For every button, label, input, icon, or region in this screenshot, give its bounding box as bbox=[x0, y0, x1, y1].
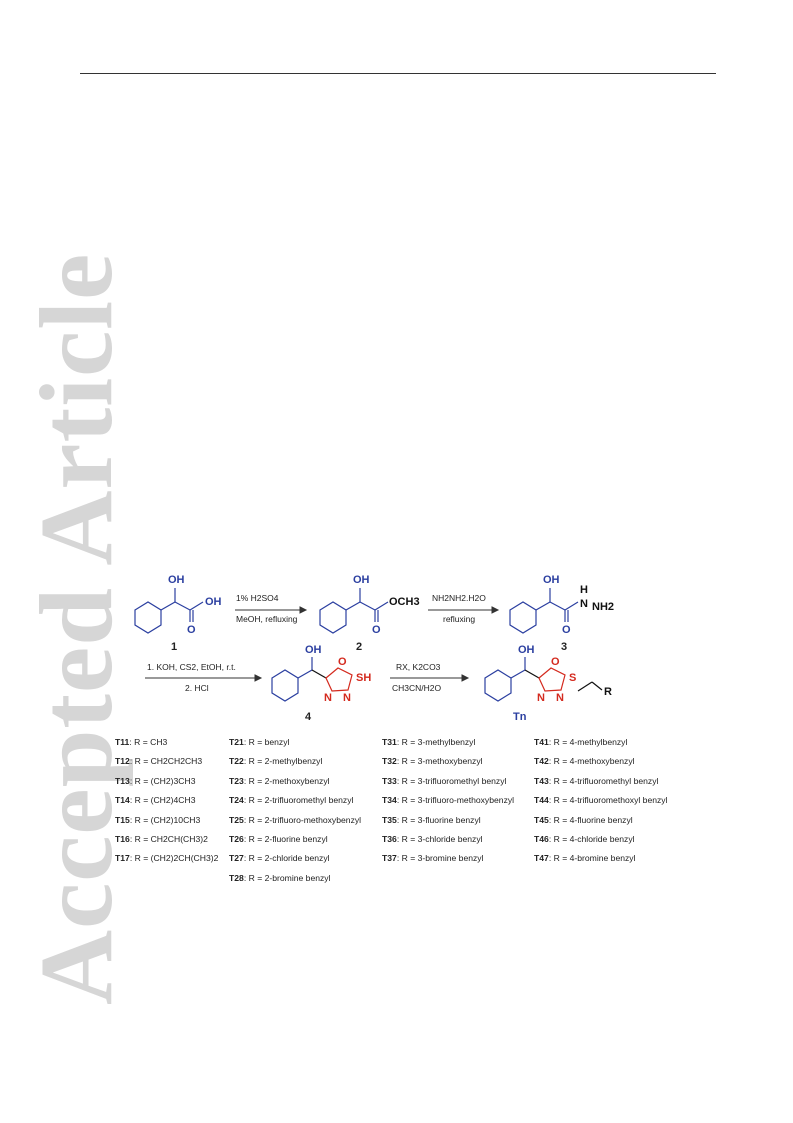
step1-conditions: MeOH, refluxing bbox=[236, 614, 298, 624]
benzene-ring-3 bbox=[509, 601, 537, 634]
oxadiazole-ring-tn bbox=[538, 667, 566, 692]
compound-entry: T28: R = 2-bromine benzyl bbox=[229, 872, 331, 883]
oxadiazole-ring-4 bbox=[325, 667, 353, 692]
compound-entry: T11: R = CH3 bbox=[115, 737, 168, 747]
compound-entry: T44: R = 4-trifluoromethoxyl benzyl bbox=[534, 795, 668, 806]
label-o-ring-4: O bbox=[338, 656, 347, 668]
compound-column-3: T31: R = 3-methylbenzyl T32: R = 3-metho… bbox=[382, 733, 514, 869]
benzene-ring-2 bbox=[319, 601, 347, 634]
label-n1-tn: N bbox=[537, 692, 545, 704]
compound-entry: T21: R = benzyl bbox=[229, 737, 290, 747]
compound-entry: T24: R = 2-trifluoromethyl benzyl bbox=[229, 795, 354, 806]
label-o-2: O bbox=[372, 624, 381, 636]
compound-entry: T16: R = CH2CH(CH3)2 bbox=[115, 833, 208, 844]
compound-entry: T35: R = 3-fluorine benzyl bbox=[382, 814, 481, 825]
compound-entry: T13: R = (CH2)3CH3 bbox=[115, 775, 196, 786]
compound-entry: T42: R = 4-methoxybenzyl bbox=[534, 756, 635, 767]
compound-column-4: T41: R = 4-methylbenzyl T42: R = 4-metho… bbox=[534, 733, 668, 869]
label-r: R bbox=[604, 686, 612, 698]
label-o-3: O bbox=[562, 624, 571, 636]
label-s: S bbox=[569, 672, 576, 684]
compound-entry: T37: R = 3-bromine benzyl bbox=[382, 853, 484, 864]
label-oh-4: OH bbox=[305, 644, 322, 656]
compound-entry: T12: R = CH2CH2CH3 bbox=[115, 756, 203, 767]
compound-entry: T33: R = 3-trifluoromethyl benzyl bbox=[382, 775, 507, 786]
step1-reagent: 1% H2SO4 bbox=[236, 593, 279, 603]
compound-entry: T32: R = 3-methoxybenzyl bbox=[382, 756, 483, 767]
label-oh-2: OH bbox=[353, 574, 370, 586]
compound-entry: T47: R = 4-bromine benzyl bbox=[534, 853, 636, 864]
compound-entry: T26: R = 2-fluorine benzyl bbox=[229, 833, 328, 844]
label-och3: OCH3 bbox=[389, 596, 420, 608]
compound-entry: T41: R = 4-methylbenzyl bbox=[534, 737, 628, 747]
compound-column-1: T11: R = CH3 T12: R = CH2CH2CH3 T13: R =… bbox=[115, 733, 218, 869]
label-o-ring-tn: O bbox=[551, 656, 560, 668]
compound-entry: T45: R = 4-fluorine benzyl bbox=[534, 814, 633, 825]
step3-line2: 2. HCl bbox=[185, 683, 209, 693]
benzene-ring-4 bbox=[271, 669, 299, 702]
compound-number-3: 3 bbox=[561, 641, 567, 653]
compound-entry: T23: R = 2-methoxybenzyl bbox=[229, 775, 330, 786]
step4-reagent: RX, K2CO3 bbox=[396, 662, 441, 672]
step2-reagent: NH2NH2.H2O bbox=[432, 593, 486, 603]
step4-conditions: CH3CN/H2O bbox=[392, 683, 442, 693]
label-o-1: O bbox=[187, 624, 196, 636]
compound-entry: T17: R = (CH2)2CH(CH3)2 bbox=[115, 853, 219, 864]
label-oh-tn: OH bbox=[518, 644, 535, 656]
compound-entry: T22: R = 2-methylbenzyl bbox=[229, 756, 323, 767]
compound-entry: T31: R = 3-methylbenzyl bbox=[382, 737, 476, 747]
label-oh-acid-1: OH bbox=[205, 596, 222, 608]
label-n2-tn: N bbox=[556, 692, 564, 704]
step3-line1: 1. KOH, CS2, EtOH, r.t. bbox=[147, 662, 236, 672]
benzene-ring-tn bbox=[484, 669, 512, 702]
compound-entry: T34: R = 3-trifluoro-methoxybenzyl bbox=[382, 795, 515, 806]
compound-entry: T15: R = (CH2)10CH3 bbox=[115, 814, 201, 825]
label-h: H bbox=[580, 584, 588, 596]
compound-entry: T25: R = 2-trifluoro-methoxybenzyl bbox=[229, 814, 362, 825]
step2-conditions: refluxing bbox=[443, 614, 475, 624]
compound-number-1: 1 bbox=[171, 641, 177, 653]
label-n: N bbox=[580, 598, 588, 610]
compound-entry: T46: R = 4-chloride benzyl bbox=[534, 833, 635, 844]
header-rule bbox=[80, 73, 716, 74]
compound-number-2: 2 bbox=[356, 641, 362, 653]
label-oh-1: OH bbox=[168, 574, 185, 586]
compound-number-tn: Tn bbox=[513, 711, 527, 723]
label-nh2: NH2 bbox=[592, 601, 614, 613]
compound-entry: T14: R = (CH2)4CH3 bbox=[115, 795, 196, 806]
label-n2-4: N bbox=[343, 692, 351, 704]
compound-column-2: T21: R = benzyl T22: R = 2-methylbenzyl … bbox=[229, 733, 361, 888]
label-oh-3: OH bbox=[543, 574, 560, 586]
compound-entry: T43: R = 4-trifluoromethyl benzyl bbox=[534, 775, 659, 786]
compound-entry: T36: R = 3-chloride benzyl bbox=[382, 833, 483, 844]
label-sh: SH bbox=[356, 672, 371, 684]
synthesis-scheme: OH O OH 1 OH O OCH3 2 OH O H N NH2 3 1% … bbox=[134, 574, 614, 723]
compound-number-4: 4 bbox=[305, 711, 312, 723]
label-n1-4: N bbox=[324, 692, 332, 704]
compound-entry: T27: R = 2-chloride benzyl bbox=[229, 853, 330, 864]
benzene-ring-1 bbox=[134, 601, 162, 634]
